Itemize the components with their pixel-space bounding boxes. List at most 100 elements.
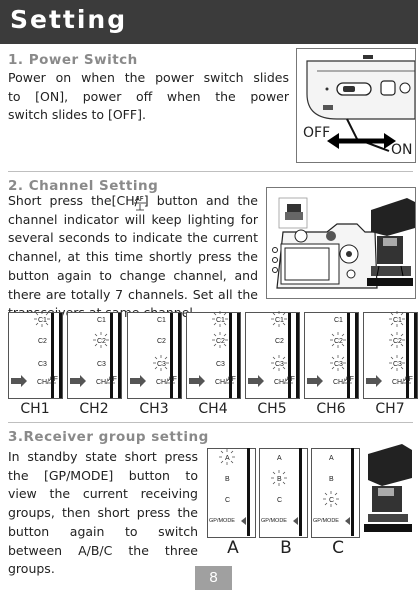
power-line-3: switch slides to [OFF]. <box>8 107 146 123</box>
indicator-light-icon <box>271 355 287 371</box>
channel-label-ch7: CH7 <box>375 401 405 417</box>
ch-button-label: CH/ <box>333 379 345 386</box>
channel-indicator-label: C2 <box>38 338 47 345</box>
gp-mode-button-label: GP/MODE <box>313 518 339 524</box>
channel-indicator-label: C3 <box>216 361 225 368</box>
channel-line-1-text: Short press the[CH/ ] button and the <box>8 193 258 208</box>
camera-transceiver-figure <box>266 187 416 299</box>
receiver-line-6: between A/B/C the three <box>8 542 198 558</box>
flash-switch-illustration <box>306 55 415 152</box>
group-indicator-label: A <box>277 455 282 462</box>
receiver-line-7: groups. <box>8 561 55 577</box>
channel-setting-text: Short press the[CH/ ] button and the cha… <box>8 192 258 323</box>
indicator-light-icon <box>330 332 346 348</box>
af-label: AF <box>49 376 58 383</box>
group-indicator-label: C <box>225 497 230 504</box>
receiver-line-5: button again to switch <box>8 523 198 539</box>
channel-line-2: channel indicator will keep lighting for <box>8 211 258 227</box>
channel-panel-ch6 <box>304 312 359 399</box>
receiver-line-4: groups, then short press the <box>8 505 198 521</box>
channel-indicator-label: C1 <box>393 317 402 324</box>
group-panel-bar <box>299 448 302 536</box>
channel-indicator-label: C1 <box>334 317 343 324</box>
channel-label-ch4: CH4 <box>198 401 228 417</box>
channel-label-ch1: CH1 <box>20 401 50 417</box>
page-header: Setting <box>0 0 418 44</box>
flash-transceiver-illustration <box>364 444 412 532</box>
channel-indicator-label: C1 <box>275 317 284 324</box>
group-indicator-label: A <box>225 455 230 462</box>
channel-indicator-label: C3 <box>393 361 402 368</box>
ch-button-label: CH/ <box>274 379 286 386</box>
channel-panel-ch2 <box>67 312 122 399</box>
power-switch-figure: OFF ON <box>296 48 416 163</box>
channel-label-ch6: CH6 <box>316 401 346 417</box>
indicator-light-icon <box>220 450 224 454</box>
page-title: Setting <box>10 5 128 34</box>
channel-panel-ch7 <box>363 312 418 399</box>
indicator-light-icon <box>93 332 109 348</box>
press-arrow-icon <box>366 375 382 387</box>
af-label: AF <box>404 376 413 383</box>
group-indicator-label: B <box>225 476 230 483</box>
channel-line-1: Short press the[CH/ ] button and the <box>8 192 258 211</box>
channel-indicator-label: C2 <box>275 338 284 345</box>
section-divider <box>8 422 413 423</box>
gp-mode-button-label: GP/MODE <box>261 518 287 524</box>
group-panel-bar <box>247 448 250 536</box>
svg-text:AF: AF <box>135 195 144 203</box>
indicator-light-icon <box>220 460 224 464</box>
channel-indicator-label: C3 <box>38 361 47 368</box>
power-line-1: Power on when the power switch slides <box>8 70 289 85</box>
group-label-b: B <box>280 538 292 558</box>
ch-button-label: CH/ <box>156 379 168 386</box>
receiver-line-1: In standby state short press <box>8 449 198 464</box>
press-arrow-icon <box>189 375 205 387</box>
channel-label-ch2: CH2 <box>79 401 109 417</box>
press-arrow-icon <box>345 517 350 525</box>
indicator-light-icon <box>34 311 50 327</box>
group-label-c: C <box>332 538 344 558</box>
channel-indicator-label: C3 <box>334 361 343 368</box>
receiver-group-heading: 3.Receiver group setting <box>8 429 209 445</box>
ch-button-label: CH/ <box>215 379 227 386</box>
indicator-light-icon <box>212 332 228 348</box>
ch-button-label: CH/ <box>96 379 108 386</box>
power-switch-heading: 1. Power Switch <box>8 52 138 68</box>
channel-indicator-label: C2 <box>216 338 225 345</box>
group-indicator-label: C <box>277 497 282 504</box>
press-arrow-icon <box>241 517 246 525</box>
af-label: AF <box>108 376 117 383</box>
channel-line-4: channel, at this time shortly press the <box>8 249 258 265</box>
channel-line-6: there are totally 7 channels. Set all th… <box>8 286 258 302</box>
press-arrow-icon <box>248 375 264 387</box>
channel-indicator-label: C3 <box>157 361 166 368</box>
af-label: AF <box>227 376 236 383</box>
receiver-group-text: In standby state short press the [GP/MOD… <box>8 448 198 579</box>
power-line-2: to [ON], power off when the power <box>8 88 289 104</box>
receiver-line-3: view the current receiving <box>8 486 198 502</box>
indicator-light-icon <box>230 450 234 454</box>
indicator-light-icon <box>153 355 169 371</box>
af-flash-icon: AF <box>134 195 146 211</box>
indicator-light-icon <box>230 460 234 464</box>
press-arrow-icon <box>130 375 146 387</box>
af-label: AF <box>168 376 177 383</box>
indicator-light-icon <box>389 355 405 371</box>
channel-indicator-label: C3 <box>275 361 284 368</box>
channel-line-5: button again to change channel, and <box>8 267 258 283</box>
channel-indicator-label: C2 <box>393 338 402 345</box>
section-divider <box>8 171 413 172</box>
channel-indicator-label: C1 <box>157 317 166 324</box>
channel-indicator-label: C1 <box>97 317 106 324</box>
channel-panel-ch5 <box>245 312 300 399</box>
af-label: AF <box>286 376 295 383</box>
channel-indicator-overlay: C1C2C3CH/AFC1C2C3CH/AFC1C2C3CH/AFC1C2C3C… <box>11 311 413 387</box>
group-indicator-label: C <box>329 497 334 504</box>
indicator-light-icon <box>389 311 405 327</box>
indicator-light-icon <box>324 502 328 506</box>
press-arrow-icon <box>307 375 323 387</box>
indicator-light-icon <box>282 481 286 485</box>
af-label: AF <box>345 376 354 383</box>
power-switch-text: Power on when the power switch slides to… <box>8 69 289 125</box>
